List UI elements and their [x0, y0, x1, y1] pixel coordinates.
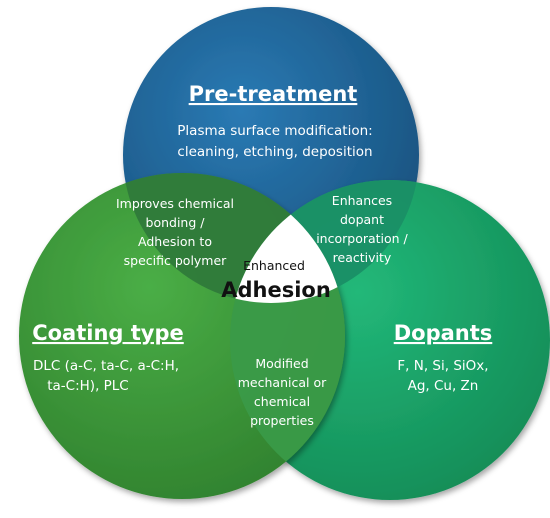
- overlap-cd-line-4: properties: [250, 413, 314, 428]
- pretreatment-desc-line-1: Plasma surface modification:: [177, 123, 372, 139]
- dopants-desc-line-2: Ag, Cu, Zn: [408, 378, 479, 394]
- dopants-title: Dopants: [394, 321, 493, 345]
- coating-desc-line-1: DLC (a-C, ta-C, a-C:H,: [33, 358, 179, 374]
- overlap-pc-line-3: Adhesion to: [138, 234, 212, 249]
- overlap-pc-line-4: specific polymer: [124, 253, 228, 268]
- pretreatment-title: Pre-treatment: [189, 82, 358, 106]
- pretreatment-desc-line-2: cleaning, etching, deposition: [177, 144, 372, 160]
- overlap-cd-line-3: chemical: [254, 394, 310, 409]
- center-region: [230, 180, 345, 303]
- coating-title: Coating type: [32, 321, 184, 345]
- overlap-pd-line-2: dopant: [340, 212, 384, 227]
- overlap-cd-line-2: mechanical or: [238, 375, 327, 390]
- dopants-desc-line-1: F, N, Si, SiOx,: [397, 358, 488, 374]
- overlap-pd-line-1: Enhances: [332, 193, 392, 208]
- overlap-pc-line-2: bonding /: [146, 215, 206, 230]
- overlap-pd-line-4: reactivity: [333, 250, 392, 265]
- center-label-small: Enhanced: [243, 258, 305, 273]
- overlap-pc-line-1: Improves chemical: [116, 196, 234, 211]
- center-label-big: Adhesion: [221, 278, 331, 302]
- overlap-pd-line-3: incorporation /: [316, 231, 408, 246]
- overlap-cd-line-1: Modified: [255, 356, 308, 371]
- coating-desc-line-2: ta-C:H), PLC: [47, 378, 129, 394]
